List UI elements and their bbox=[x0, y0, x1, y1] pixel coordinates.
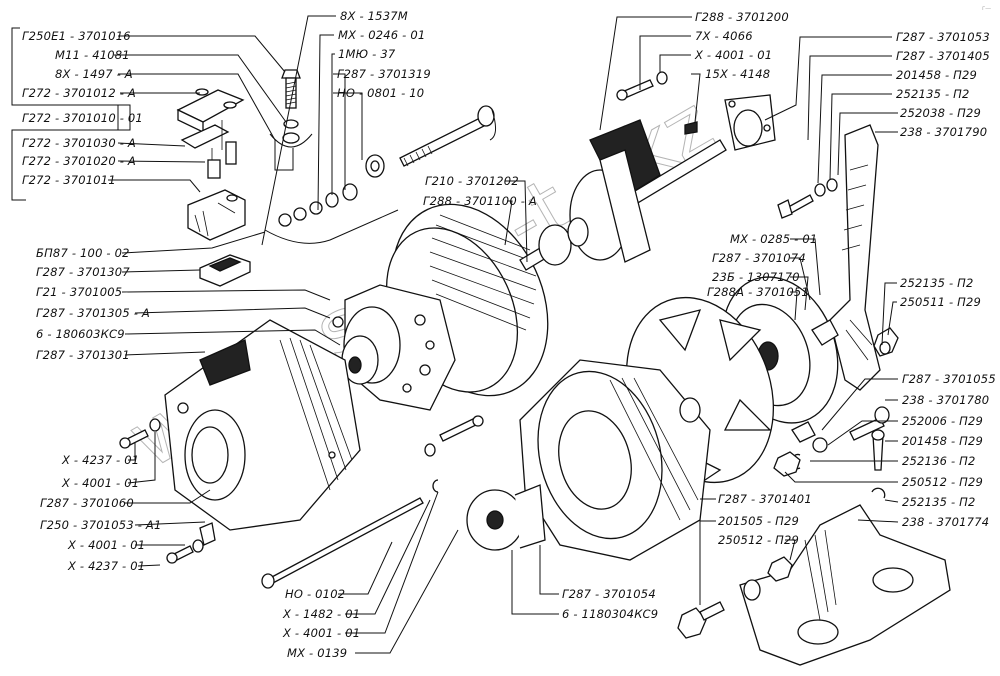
part-label: Г21 - 3701005 bbox=[36, 285, 122, 299]
part-label: Х - 4001 - 01 bbox=[67, 538, 145, 552]
part-label: Г287 - 3701060 bbox=[40, 496, 134, 510]
part-label: 6 - 180603КС9 bbox=[36, 327, 125, 341]
part-label: МХ - 0246 - 01 bbox=[338, 28, 425, 42]
part-label: Г287 - 3701055 bbox=[902, 372, 996, 386]
front-plate-part bbox=[332, 284, 456, 411]
part-label: 8Х - 1497 - А bbox=[55, 67, 133, 81]
part-label: 1МЮ - 37 bbox=[338, 47, 396, 61]
part-label: НО - 0801 - 10 bbox=[337, 86, 424, 100]
rotor-part bbox=[519, 119, 727, 271]
long-bolt-part bbox=[399, 105, 496, 167]
part-label: Х - 4237 - 01 bbox=[67, 559, 145, 573]
part-label: Г287 - 3701074 bbox=[712, 251, 806, 265]
part-label: 201505 - П29 bbox=[718, 514, 799, 528]
washer-stack bbox=[264, 154, 399, 244]
part-label: Х - 1482 - 01 bbox=[282, 607, 360, 621]
part-label: Г287 - 3701319 bbox=[337, 67, 431, 81]
leader-lines bbox=[108, 15, 899, 654]
part-label: 23Б - 1307170 bbox=[712, 270, 800, 284]
part-label: Г288А - 3701051 bbox=[707, 285, 809, 299]
part-label: 250512 - П29 bbox=[902, 475, 983, 489]
corner-mark: г— bbox=[982, 5, 991, 12]
part-label: Х - 4001 - 01 bbox=[61, 476, 139, 490]
part-label: Г287 - 3701301 bbox=[36, 348, 130, 362]
part-label: БП87 - 100 - 02 bbox=[36, 246, 130, 260]
part-label: 201458 - П29 bbox=[902, 434, 983, 448]
part-label: Х - 4001 - 01 bbox=[694, 48, 772, 62]
part-label: Г272 - 3701030 - А bbox=[22, 136, 136, 150]
part-labels: Г250Е1 - 3701016 М11 - 41081 8Х - 1497 -… bbox=[22, 9, 996, 660]
left-group-bracket bbox=[11, 27, 131, 201]
mounting-bracket-part bbox=[677, 504, 951, 666]
part-label: 252038 - П29 bbox=[900, 106, 981, 120]
part-label: 6 - 1180304КС9 bbox=[562, 607, 658, 621]
part-label: МХ - 0139 bbox=[287, 646, 347, 660]
part-label: Г250 - 3701053 - А1 bbox=[40, 518, 161, 532]
part-label: 238 - 3701774 bbox=[902, 515, 989, 529]
part-label: 7Х - 4066 bbox=[695, 29, 753, 43]
part-label: 250512 - П29 bbox=[718, 533, 799, 547]
through-bolt-part bbox=[261, 415, 484, 589]
part-drawings bbox=[119, 69, 951, 666]
part-label: 8Х - 1537М bbox=[340, 9, 408, 23]
bearing-part bbox=[466, 484, 546, 551]
part-label: 252135 - П2 bbox=[902, 495, 976, 509]
terminal-block-part bbox=[187, 189, 246, 241]
part-label: Г287 - 3701401 bbox=[718, 492, 812, 506]
part-label: Х - 4237 - 01 bbox=[61, 453, 139, 467]
rear-housing-part bbox=[164, 319, 361, 531]
part-label: Г272 - 3701012 - А bbox=[22, 86, 136, 100]
part-label: Г210 - 3701202 bbox=[425, 174, 519, 188]
small-screws-left bbox=[119, 418, 216, 564]
part-label: 15Х - 4148 bbox=[705, 67, 770, 81]
part-label: 252006 - П29 bbox=[902, 414, 983, 428]
part-label: Г272 - 3701020 - А bbox=[22, 154, 136, 168]
part-label: 238 - 3701780 bbox=[902, 393, 989, 407]
part-label: 252136 - П2 bbox=[902, 454, 976, 468]
part-label: Х - 4001 - 01 bbox=[282, 626, 360, 640]
part-label: Г287 - 3701053 bbox=[896, 30, 990, 44]
insulator-part bbox=[199, 254, 251, 287]
front-housing-part bbox=[519, 359, 711, 561]
adjustment-arm-part bbox=[777, 124, 899, 391]
part-label: 250511 - П29 bbox=[900, 295, 981, 309]
part-group-header: Г272 - 3701010 - 01 bbox=[22, 111, 143, 125]
flange-part bbox=[616, 71, 776, 151]
part-label: 238 - 3701790 bbox=[900, 125, 987, 139]
brush-holder-part bbox=[176, 88, 245, 179]
part-label: Г287 - 3701307 bbox=[36, 265, 130, 279]
part-label: Г287 - 3701054 bbox=[562, 587, 656, 601]
part-label: Г287 - 3701405 bbox=[896, 49, 990, 63]
part-label: 252135 - П2 bbox=[896, 87, 970, 101]
part-label: Г272 - 3701011 bbox=[22, 173, 116, 187]
part-label: 201458 - П29 bbox=[896, 68, 977, 82]
part-label: Г250Е1 - 3701016 bbox=[22, 29, 131, 43]
part-label: М11 - 41081 bbox=[55, 48, 130, 62]
part-label: 252135 - П2 bbox=[900, 276, 974, 290]
part-label: МХ - 0285 - 01 bbox=[730, 232, 817, 246]
part-label: Г288 - 3701200 bbox=[695, 10, 789, 24]
part-label: Г288 - 3701100 - А bbox=[423, 194, 537, 208]
part-label: НО - 0102 bbox=[285, 587, 345, 601]
part-label: Г287 - 3701305 - А bbox=[36, 306, 150, 320]
